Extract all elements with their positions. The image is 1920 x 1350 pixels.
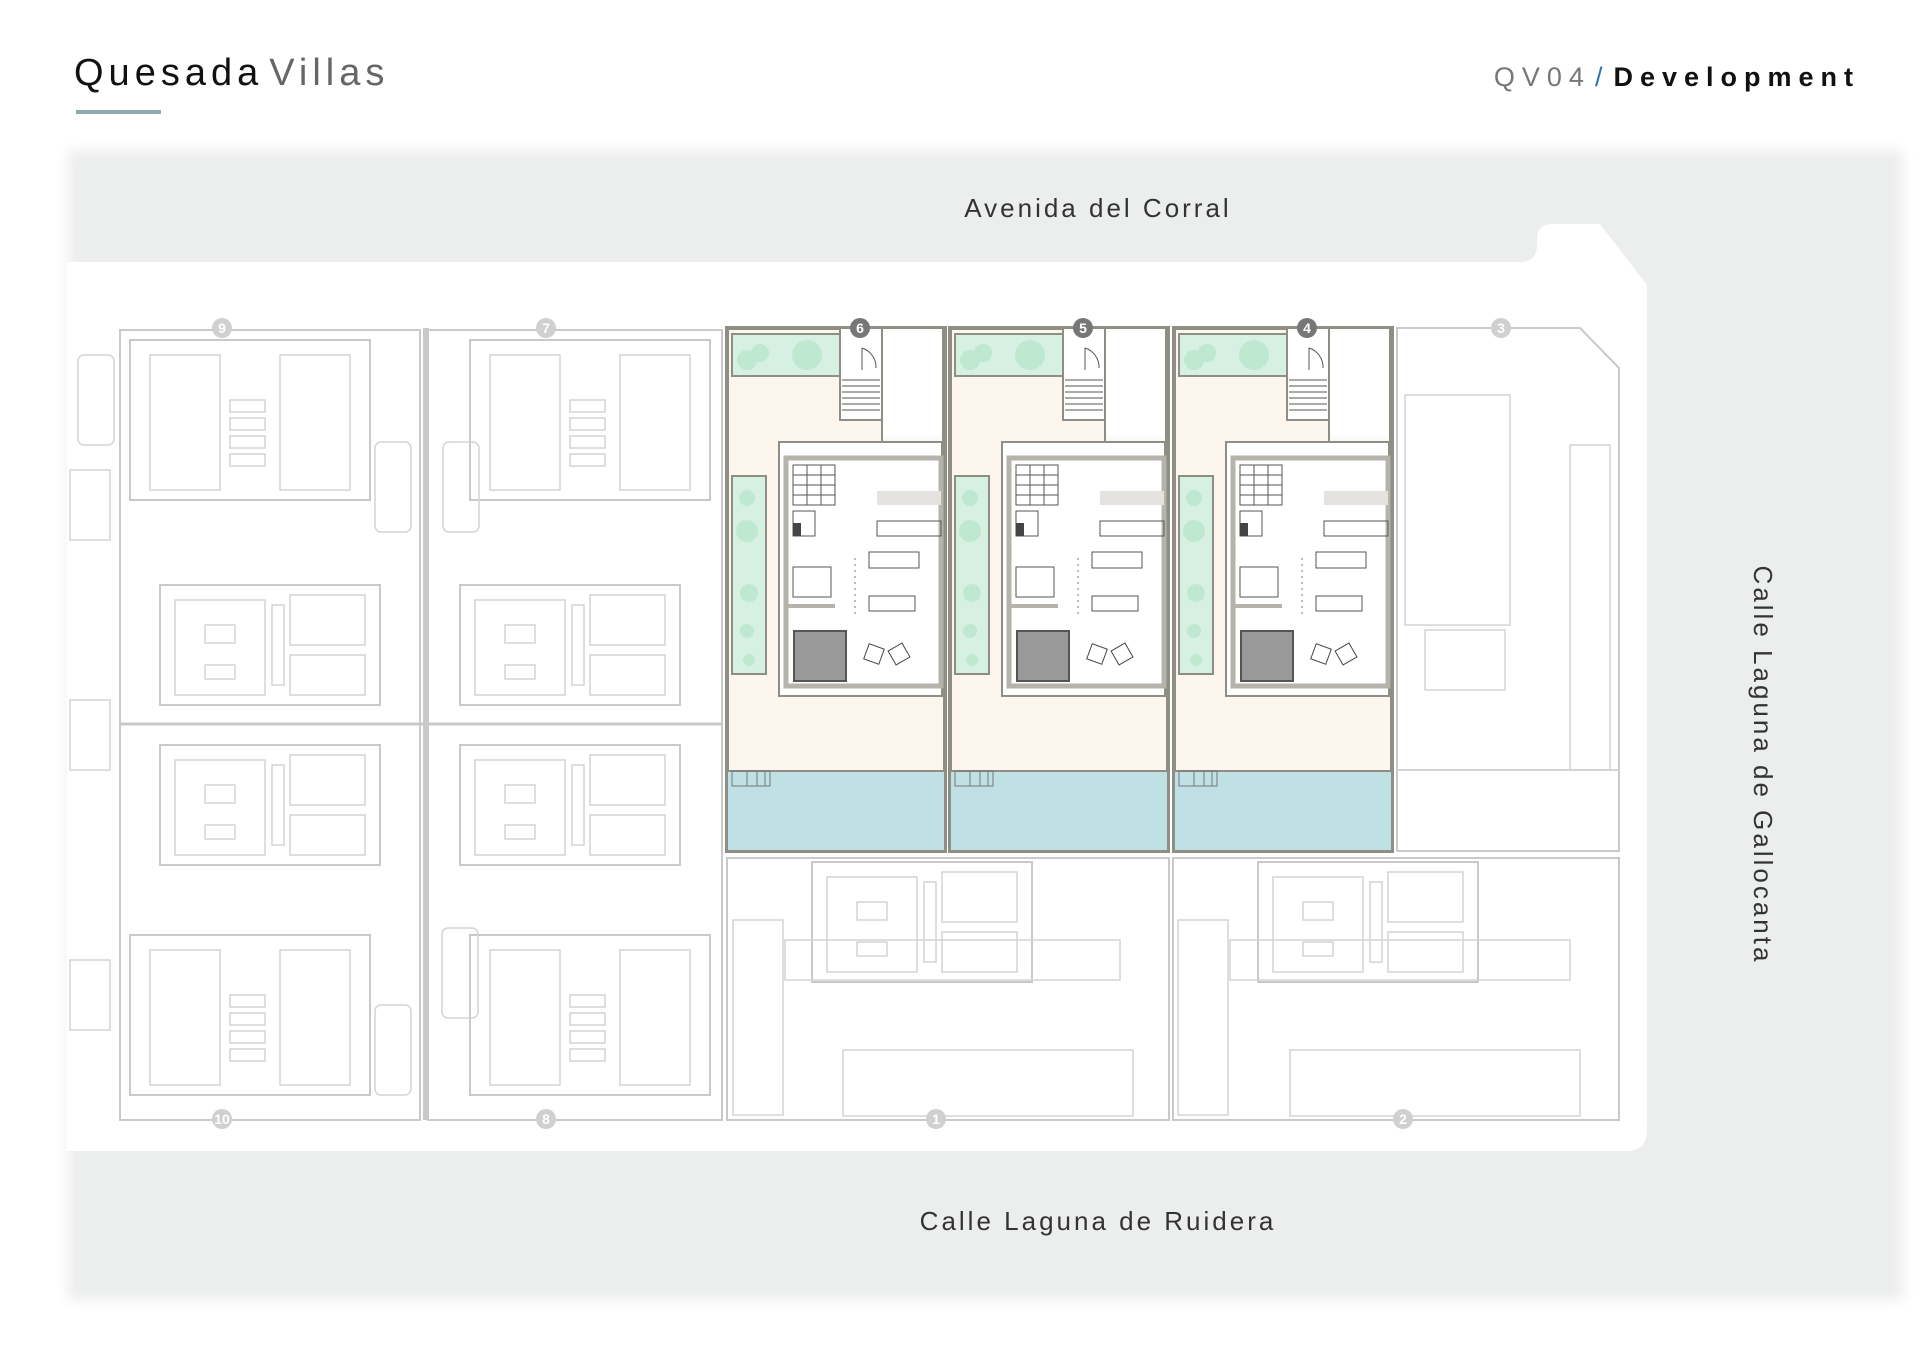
- street-label-top: Avenida del Corral: [964, 193, 1231, 223]
- heading-separator: /: [1594, 62, 1610, 92]
- plots-left-group: [69, 328, 723, 1121]
- plot-marker-9[interactable]: 9: [212, 318, 232, 338]
- page-heading: QV04/Development: [1494, 62, 1860, 93]
- project-code: QV04: [1493, 62, 1591, 92]
- plot-number: 4: [1303, 320, 1311, 336]
- plot-number: 5: [1079, 320, 1087, 336]
- villa-plot-5[interactable]: [950, 328, 1168, 851]
- plot-marker-1[interactable]: 1: [926, 1109, 946, 1129]
- plot-3: [1396, 327, 1620, 852]
- brand-primary: Quesada: [74, 52, 264, 94]
- plot-number: 2: [1399, 1111, 1407, 1127]
- plot-number: 7: [542, 320, 550, 336]
- street-label-right: Calle Laguna de Gallocanta: [1748, 566, 1778, 965]
- plot-marker-2[interactable]: 2: [1393, 1109, 1413, 1129]
- plot-marker-10[interactable]: 10: [212, 1109, 232, 1129]
- section-title: Development: [1613, 62, 1860, 92]
- villa-plot-4[interactable]: [1174, 328, 1392, 851]
- plot-number: 9: [218, 320, 226, 336]
- plot-number: 10: [214, 1111, 230, 1127]
- plot-number: 8: [542, 1111, 550, 1127]
- plot-marker-7[interactable]: 7: [536, 318, 556, 338]
- plot-number: 3: [1497, 320, 1505, 336]
- plot-number: 1: [932, 1111, 940, 1127]
- plot-marker-8[interactable]: 8: [536, 1109, 556, 1129]
- plot-number: 6: [856, 320, 864, 336]
- plot-marker-5[interactable]: 5: [1073, 318, 1093, 338]
- street-label-bottom: Calle Laguna de Ruidera: [920, 1206, 1277, 1236]
- brand-secondary: Villas: [269, 52, 390, 94]
- villa-plot-6[interactable]: [727, 328, 945, 851]
- plot-marker-6[interactable]: 6: [850, 318, 870, 338]
- plot-marker-4[interactable]: 4: [1297, 318, 1317, 338]
- plot-marker-3[interactable]: 3: [1491, 318, 1511, 338]
- brand-underline: [76, 110, 161, 114]
